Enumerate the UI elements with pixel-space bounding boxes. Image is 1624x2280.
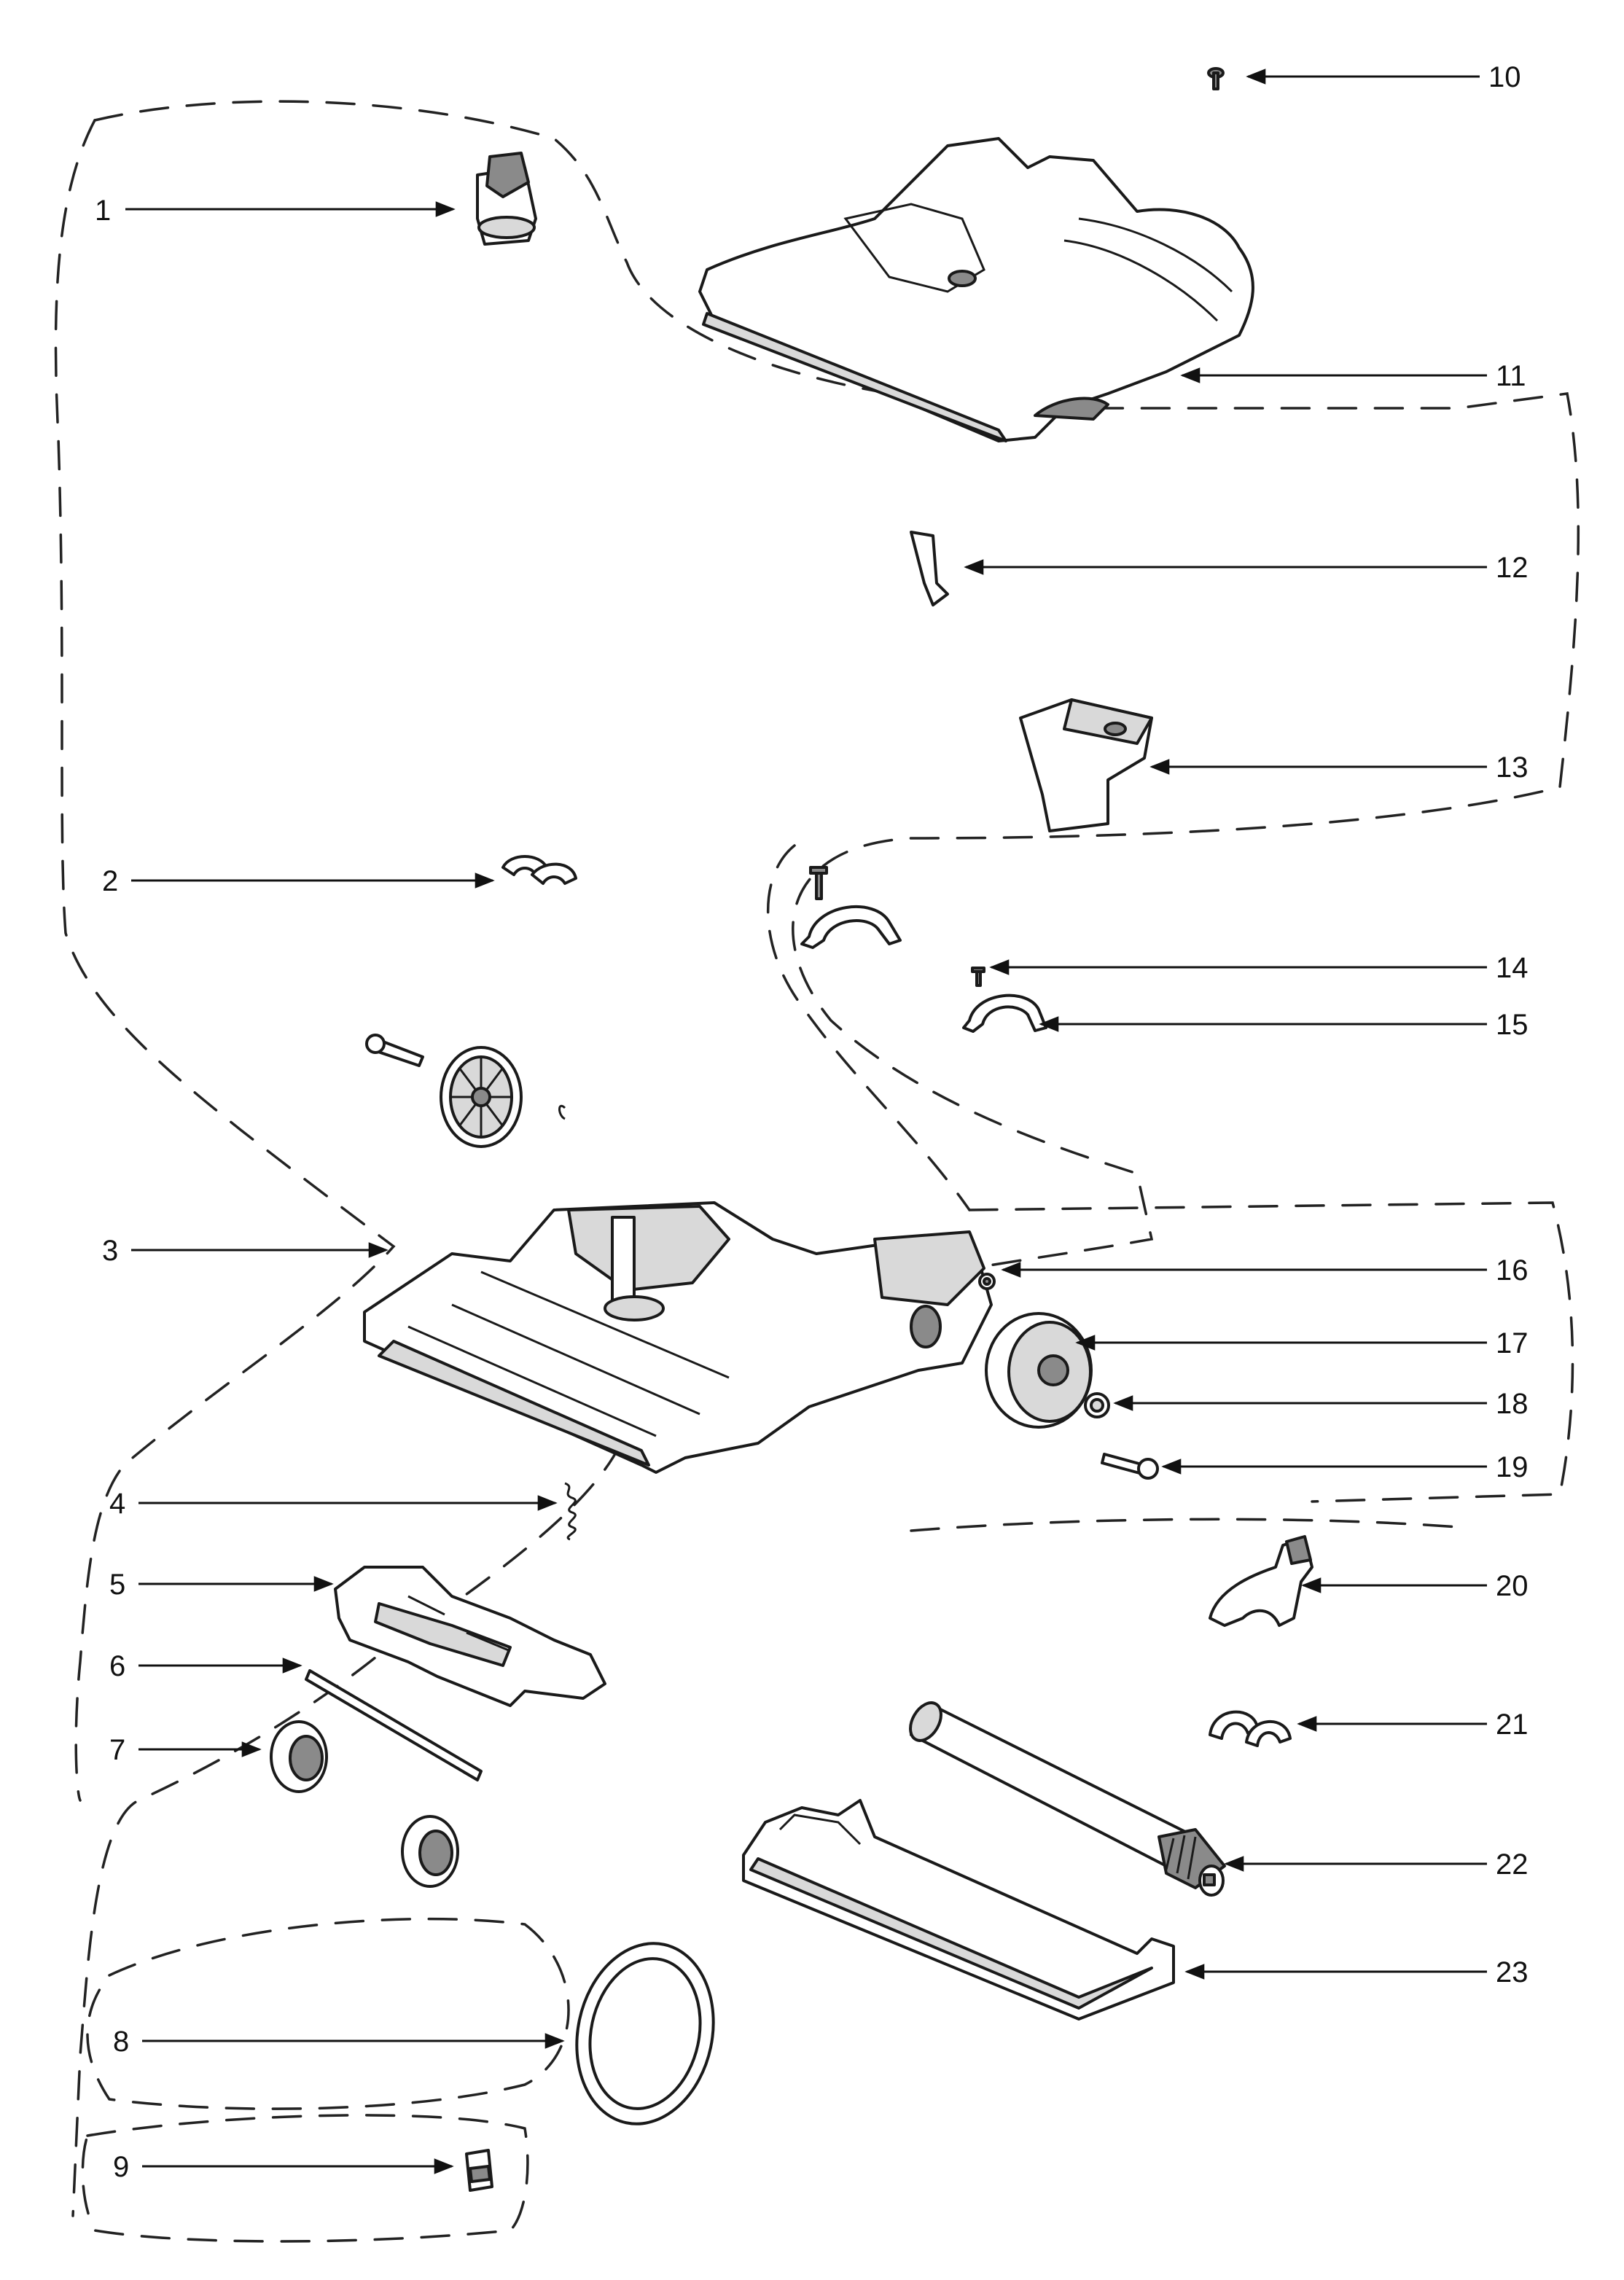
part-1-release-knob [476,152,537,246]
callout-21: 21 [1496,1709,1529,1741]
group-outline-lower-right [910,1518,1459,1532]
part-20-lever [1209,1535,1313,1627]
callout-labels: 1 2 3 4 5 6 7 8 9 10 11 12 13 14 15 16 1… [95,61,1529,2183]
part-3-rear-wheel [440,1046,523,1148]
callout-3: 3 [102,1235,118,1267]
part-3-base-housing [363,1034,993,1474]
part-4-spring [564,1482,577,1541]
callout-6: 6 [109,1650,125,1682]
part-14-screw-lower [971,967,985,987]
group-outlines [54,100,1580,2243]
group-outline-left-edge [54,119,396,1802]
callout-10: 10 [1488,61,1521,93]
part-15-clamp-upper [800,905,902,949]
callout-19: 19 [1496,1451,1529,1483]
callout-16: 16 [1496,1254,1529,1287]
part-18-hub-cap [1084,1392,1110,1418]
group-outline-clip [81,2114,529,2243]
part-10-screw [1207,67,1225,90]
group-outline-right-wheel [968,1201,1574,1503]
callout-4: 4 [109,1488,125,1520]
part-3-axle-bolt [365,1034,424,1067]
callout-15: 15 [1496,1009,1529,1041]
part-6-shaft [305,1669,483,1781]
callout-18: 18 [1496,1388,1529,1420]
part-11-hood-cover [698,137,1254,442]
callout-7: 7 [109,1734,125,1766]
callout-11: 11 [1496,360,1526,392]
callout-2: 2 [102,865,118,897]
part-14-screw-upper [809,866,828,900]
part-12-bracket [910,531,949,606]
part-8-belt [575,1942,715,2125]
part-23-bottom-plate [742,1799,1175,2021]
callout-5: 5 [109,1569,125,1601]
part-15-clamp-lower [962,993,1047,1033]
part-16-nut [978,1273,996,1290]
callout-13: 13 [1496,751,1529,784]
callout-17: 17 [1496,1327,1529,1359]
callout-23: 23 [1496,1956,1529,1988]
callout-22: 22 [1496,1848,1529,1881]
group-outline-belt [86,1917,570,2110]
part-5-brush-guard [334,1566,606,1707]
group-outline-center-clamps [766,844,971,1211]
part-21-c-clips [1209,1710,1292,1747]
part-7-bearing-caps [270,1720,459,1888]
callout-20: 20 [1496,1570,1529,1602]
leader-lines [125,69,1487,2174]
callout-12: 12 [1496,552,1529,584]
part-3-c-clip [558,1104,566,1120]
part-17-front-wheel [985,1312,1093,1429]
part-19-axle-bolt [1101,1453,1159,1480]
part-9-clip [465,2149,493,2192]
callout-1: 1 [95,195,111,227]
callout-14: 14 [1496,952,1529,984]
part-2-retainer-clips [501,855,577,885]
callout-8: 8 [113,2026,129,2058]
part-22-brushroll [909,1701,1226,1897]
part-13-duct [1019,698,1153,832]
callout-9: 9 [113,2151,129,2183]
